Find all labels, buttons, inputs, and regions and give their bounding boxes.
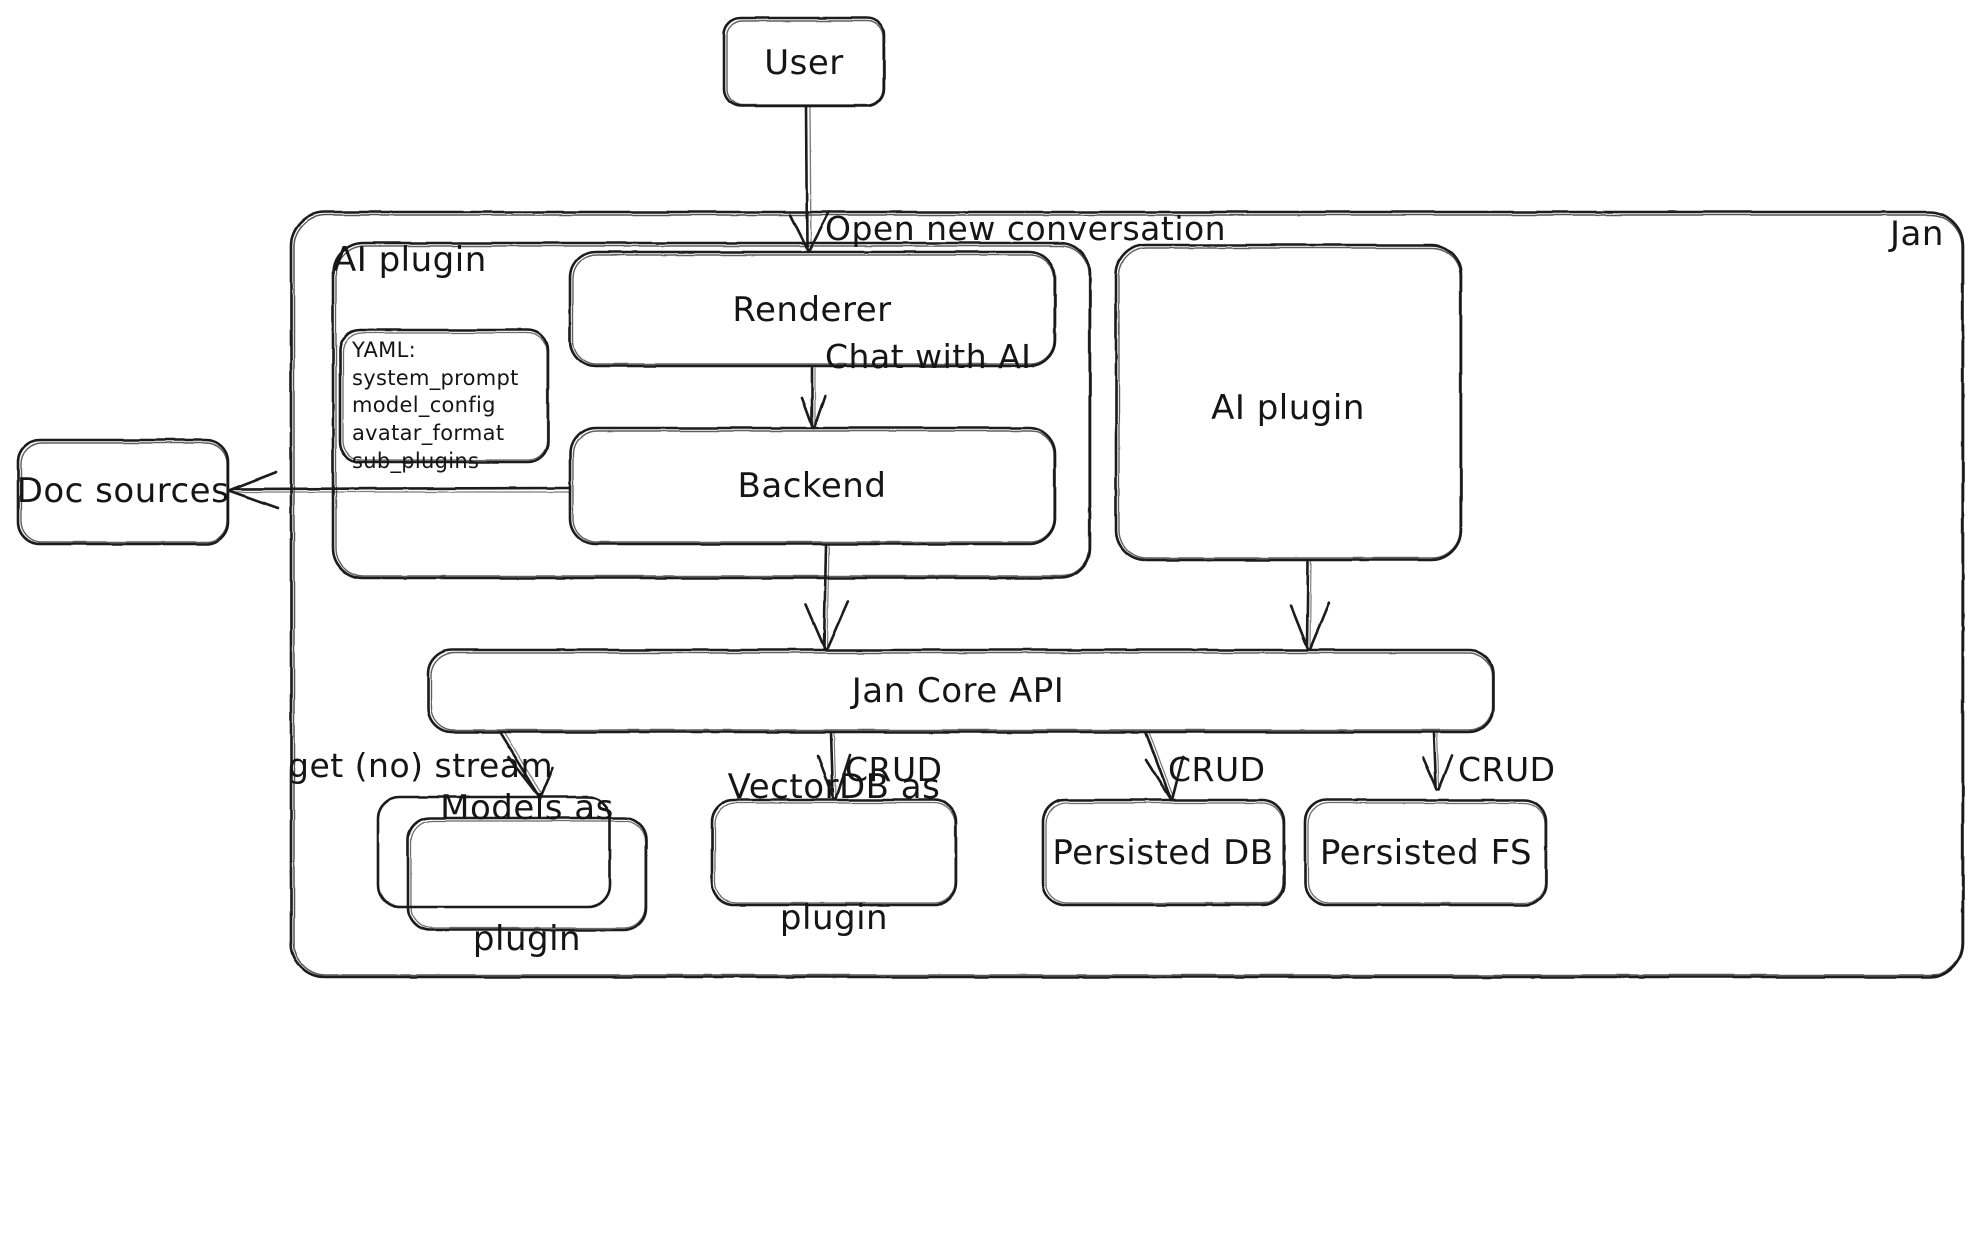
node-label-backend[interactable]: Backend (737, 466, 887, 506)
edge-label-api-to-vectordb: CRUD (845, 750, 943, 789)
node-label-models-as-plugin-line1: Models as (440, 787, 614, 828)
edge-ai-plugin-to-jan-core-api (1289, 559, 1331, 651)
node-label-user[interactable]: User (764, 43, 844, 83)
edge-backend-to-jan-core-api (804, 543, 850, 651)
yaml-line-0: YAML: (352, 338, 416, 362)
node-label-models-as-plugin[interactable]: Models as plugin (440, 700, 614, 1048)
edge-user-to-renderer (788, 105, 831, 253)
node-label-models-as-plugin-line2: plugin (472, 918, 582, 959)
node-label-renderer[interactable]: Renderer (732, 290, 892, 330)
edge-label-user-to-renderer: Open new conversation Chat with AI (825, 122, 1226, 465)
yaml-line-3: avatar_format (352, 421, 505, 446)
group-label-ai-plugin: AI plugin (333, 240, 487, 280)
node-label-vectordb-as-plugin-line1: VectorDB as (727, 766, 941, 807)
edge-label-api-to-persisted-fs: CRUD (1458, 750, 1556, 789)
node-label-ai-plugin-right[interactable]: AI plugin (1211, 388, 1365, 428)
yaml-line-4: sub_plugins (352, 448, 480, 473)
edge-renderer-to-backend (800, 366, 827, 430)
yaml-line-2: model_config (352, 393, 496, 418)
yaml-line-1: system_prompt (352, 365, 519, 390)
yaml-config-text: YAML: system_prompt model_config avatar_… (352, 337, 519, 476)
edge-backend-to-doc-sources (228, 470, 572, 510)
edge-label-api-to-persisted-db: CRUD (1168, 750, 1266, 789)
edge-api-to-persisted-fs (1421, 731, 1454, 791)
node-label-vectordb-as-plugin-line2: plugin (779, 897, 889, 938)
node-label-vectordb-as-plugin[interactable]: VectorDB as plugin (728, 679, 941, 1027)
edge-label-api-to-models: get (no) stream (288, 746, 554, 785)
node-label-jan-core-api[interactable]: Jan Core API (851, 671, 1065, 711)
node-label-persisted-db[interactable]: Persisted DB (1052, 833, 1274, 873)
group-label-jan: Jan (1890, 214, 1944, 254)
edge-label-user-to-renderer-line1: Open new conversation (825, 208, 1227, 248)
node-label-persisted-fs[interactable]: Persisted FS (1319, 833, 1533, 873)
edge-label-user-to-renderer-line2: Chat with AI (825, 337, 1032, 377)
node-label-doc-sources[interactable]: Doc sources (16, 471, 230, 511)
